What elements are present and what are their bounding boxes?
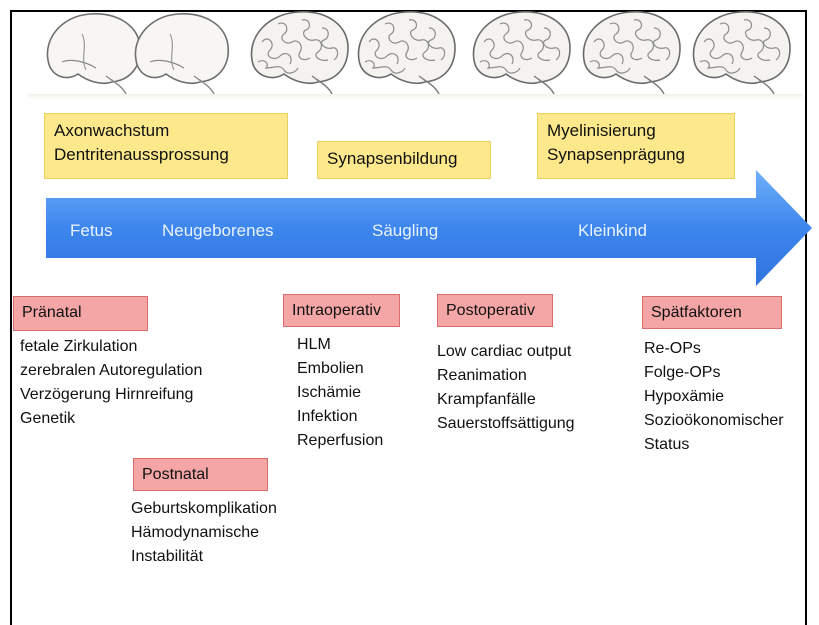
factor-list-postnatal: Geburtskomplikation Hämodynamische Insta… — [131, 497, 277, 569]
brain-gyri-icon — [692, 11, 791, 95]
factor-title-praenatal: Pränatal — [13, 296, 148, 331]
list-item: Status — [644, 436, 690, 453]
timeline-arrow — [46, 170, 812, 286]
factor-list-praenatal: fetale Zirkulation zerebralen Autoregula… — [20, 335, 202, 431]
brain-gyri-icon — [582, 11, 681, 95]
phase-line: Synapsenbildung — [327, 149, 458, 168]
list-item: fetale Zirkulation — [20, 338, 138, 355]
phase-line: Myelinisierung — [547, 121, 656, 140]
list-item: Embolien — [297, 360, 364, 377]
factor-title-spaetfaktoren: Spätfaktoren — [642, 296, 782, 329]
phase-line: Dentritenaussprossung — [54, 145, 229, 164]
brain-gyri-icon — [357, 11, 456, 95]
list-item: Ischämie — [297, 384, 362, 401]
list-item: Instabilität — [131, 548, 204, 565]
phase-box-synapsenbildung: Synapsenbildung — [317, 141, 491, 179]
list-item: Reperfusion — [297, 432, 384, 449]
brain-gyri-icon — [472, 11, 571, 95]
list-item: Infektion — [297, 408, 358, 425]
list-item: Hypoxämie — [644, 388, 725, 405]
figure-frame — [10, 10, 807, 625]
timeline-stage-neugeborenes: Neugeborenes — [162, 221, 274, 240]
list-item: Verzögerung Hirnreifung — [20, 386, 194, 403]
brain-row-shadow — [28, 94, 803, 100]
brain-fetal-icon — [134, 13, 230, 95]
factor-title-postnatal: Postnatal — [133, 458, 268, 491]
timeline-stage-saeugling: Säugling — [372, 221, 439, 240]
factor-list-spaetfaktoren: Re-OPs Folge-OPs Hypoxämie Sozioökonomis… — [644, 337, 784, 457]
phase-line: Axonwachstum — [54, 121, 170, 140]
list-item: Sozioökonomischer — [644, 412, 784, 429]
list-item: Hämodynamische — [131, 524, 260, 541]
factor-list-postoperativ: Low cardiac output Reanimation Krampfanf… — [437, 340, 575, 436]
list-item: Sauerstoffsättigung — [437, 415, 575, 432]
phase-box-axonwachstum: Axonwachstum Dentritenaussprossung — [44, 113, 288, 179]
list-item: Geburtskomplikation — [131, 500, 277, 517]
factor-title-postoperativ: Postoperativ — [437, 294, 553, 327]
list-item: HLM — [297, 336, 331, 353]
list-item: Krampfanfälle — [437, 391, 536, 408]
phase-line: Synapsenprägung — [547, 145, 686, 164]
list-item: Reanimation — [437, 367, 527, 384]
list-item: Re-OPs — [644, 340, 701, 357]
factor-list-intraoperativ: HLM Embolien Ischämie Infektion Reperfus… — [297, 333, 383, 453]
phase-box-myelinisierung: Myelinisierung Synapsenprägung — [537, 113, 735, 179]
brain-gyri-icon — [250, 11, 349, 95]
timeline-stage-fetus: Fetus — [70, 221, 113, 240]
factor-title-intraoperativ: Intraoperativ — [283, 294, 400, 327]
list-item: Genetik — [20, 410, 76, 427]
timeline-stage-kleinkind: Kleinkind — [578, 221, 647, 240]
brain-fetal-icon — [46, 13, 142, 95]
list-item: zerebralen Autoregulation — [20, 362, 203, 379]
list-item: Folge-OPs — [644, 364, 721, 381]
list-item: Low cardiac output — [437, 343, 572, 360]
